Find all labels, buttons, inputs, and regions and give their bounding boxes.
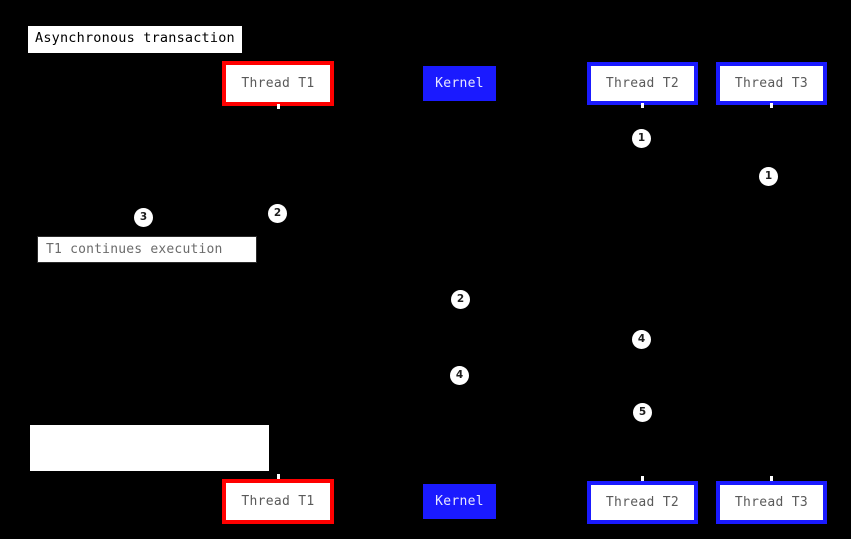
lifeline-footer-thread-t2-bottom[interactable]: Thread T2 [587,481,698,524]
lifeline-header-thread-t1-top[interactable]: Thread T1 [222,61,334,106]
lifeline-label: Thread T2 [605,495,680,510]
note-text: T1 continues execution [46,242,223,257]
lifeline-label: Thread T2 [605,76,680,91]
lifeline-label: Kernel [435,76,484,91]
step-badge-1-t3[interactable]: 1 [759,167,778,186]
lifeline-label: Thread T3 [734,495,809,510]
lifeline-footer-thread-t3-bottom[interactable]: Thread T3 [716,481,827,524]
step-badge-3-t1[interactable]: 3 [134,208,153,227]
step-badge-1-t2[interactable]: 1 [632,129,651,148]
diagram-title: Asynchronous transaction [28,26,242,53]
lifeline-stub-thread-t1-top [277,104,280,109]
lifeline-header-thread-t2-top[interactable]: Thread T2 [587,62,698,105]
lifeline-header-kernel-top[interactable]: Kernel [423,66,496,101]
note-t1-continues-execution: T1 continues execution [37,236,257,263]
lifeline-stub-thread-t1-bottom [277,474,280,479]
step-badge-5-t2[interactable]: 5 [633,403,652,422]
lifeline-header-thread-t3-top[interactable]: Thread T3 [716,62,827,105]
lifeline-label: Thread T3 [734,76,809,91]
lifeline-stub-thread-t3-bottom [770,476,773,481]
step-badge-4-kernel[interactable]: 4 [450,366,469,385]
lifeline-label: Kernel [435,494,484,509]
lifeline-stub-thread-t2-bottom [641,476,644,481]
lifeline-stub-thread-t2-top [641,103,644,108]
lifeline-label: Thread T1 [241,76,315,91]
note-empty-box [30,425,269,471]
lifeline-footer-kernel-bottom[interactable]: Kernel [423,484,496,519]
lifeline-stub-thread-t3-top [770,103,773,108]
lifeline-label: Thread T1 [241,494,315,509]
step-badge-2-kernel[interactable]: 2 [451,290,470,309]
step-badge-2-t1[interactable]: 2 [268,204,287,223]
step-badge-4-t2[interactable]: 4 [632,330,651,349]
lifeline-footer-thread-t1-bottom[interactable]: Thread T1 [222,479,334,524]
